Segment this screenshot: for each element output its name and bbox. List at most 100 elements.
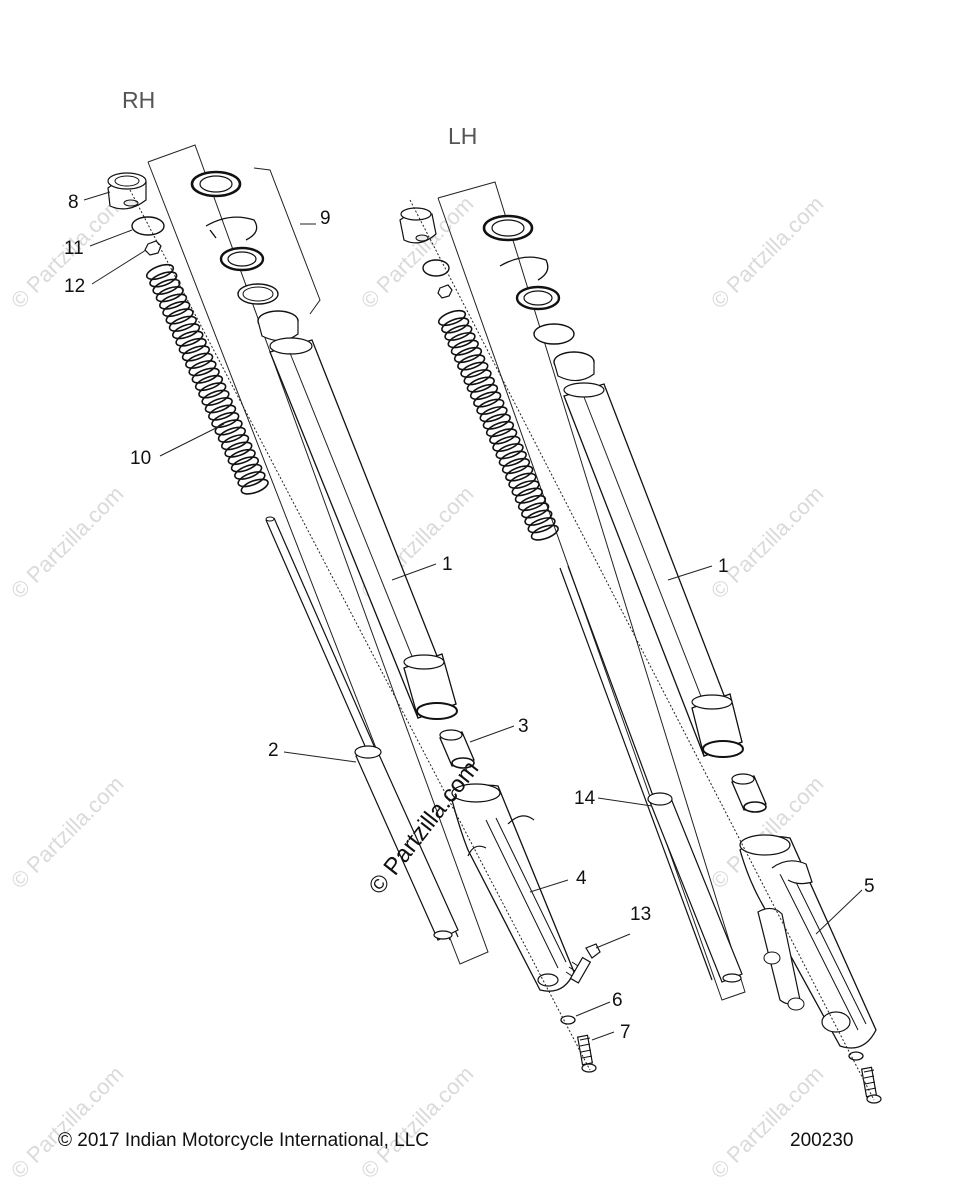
callout-14: 14: [574, 788, 596, 809]
lh-side-label: LH: [448, 123, 477, 149]
nut: [144, 240, 162, 256]
spring-coil: [517, 494, 547, 512]
rh-side-label: RH: [122, 87, 155, 113]
spring-coil: [204, 397, 233, 414]
spring-coil: [505, 465, 534, 482]
callouts: 8 11 12 9 10 1 1 2 3 14 4 5 13 6 7: [64, 192, 875, 1043]
spring-coil: [482, 413, 511, 430]
spring-coil: [469, 383, 499, 401]
callout-4: 4: [576, 868, 587, 889]
spring-coil: [145, 263, 175, 281]
spring-coil: [457, 354, 486, 371]
lh-fork-tube: [563, 382, 744, 758]
drain-bolt: [576, 1034, 597, 1073]
callout-1-lh: 1: [718, 556, 729, 577]
diagram-number: 200230: [790, 1130, 854, 1151]
leader-lines: [83, 191, 863, 1041]
callout-3: 3: [518, 716, 529, 737]
washer: [848, 1051, 864, 1061]
callout-10: 10: [130, 448, 151, 469]
spring-coil: [447, 332, 476, 349]
seal-kit-bracket: [253, 167, 321, 315]
spring-coil: [191, 367, 220, 384]
spring-coil: [188, 360, 217, 377]
rh-lower-leg: [451, 783, 575, 992]
spring-coil: [168, 315, 198, 332]
spring-coil: [171, 323, 201, 340]
spring-coil: [194, 374, 224, 392]
spring-coil: [466, 376, 495, 393]
spring-coil: [453, 346, 483, 364]
spring-coil: [165, 308, 194, 325]
bushing: [439, 729, 475, 769]
callout-12: 12: [64, 276, 85, 297]
lh-damper-tube: [647, 792, 743, 983]
spring-coil: [511, 480, 540, 497]
watermark: © Partzilla.com: [706, 191, 829, 314]
spring-coil: [234, 463, 263, 480]
spring-coil: [211, 411, 240, 429]
spring-coil: [217, 426, 247, 443]
rh-damper-tube: [354, 745, 459, 941]
spring-coil: [444, 324, 473, 341]
spring-coil: [227, 448, 256, 466]
watermark: © Partzilla.com: [706, 1061, 829, 1184]
spring-coil: [441, 317, 470, 334]
spring-coil: [485, 420, 515, 438]
spring-coil: [240, 478, 269, 495]
spring-coil: [489, 428, 518, 445]
spring-coil: [501, 457, 531, 475]
spring-coil: [152, 278, 181, 295]
drain-bolt: [860, 1066, 882, 1104]
lh-assembly-outline: [437, 181, 746, 1001]
fork-cap: [399, 207, 437, 244]
spring-coil: [495, 443, 524, 460]
spring-coil: [181, 345, 211, 362]
spring-coil: [220, 434, 250, 451]
callout-8: 8: [68, 192, 79, 213]
callout-2: 2: [268, 740, 279, 761]
spring-coil: [437, 309, 467, 327]
watermark: © Partzilla.com: [6, 481, 129, 604]
spring-coil: [460, 361, 489, 378]
rh-centerline: [129, 189, 591, 1071]
callout-7: 7: [620, 1022, 631, 1043]
spring-coil: [224, 441, 253, 458]
callout-9: 9: [320, 208, 331, 229]
washer: [560, 1015, 576, 1025]
spring-coil: [514, 487, 543, 504]
spring-coil: [508, 472, 537, 489]
callout-13: 13: [630, 904, 651, 925]
spring-coil: [524, 509, 553, 526]
spring-coil: [237, 471, 266, 488]
spring-coil: [450, 339, 479, 356]
spring-coil: [527, 517, 556, 534]
rh-fork-tube: [269, 337, 458, 720]
spring-coil: [479, 406, 508, 423]
spring-coil: [207, 404, 237, 421]
bushing: [731, 773, 767, 813]
spring-coil: [473, 391, 502, 408]
o-ring: [422, 259, 450, 277]
spring-coil: [521, 502, 550, 519]
seal-kit: [190, 170, 299, 342]
spring-coil: [155, 286, 184, 303]
watermark: © Partzilla.com: [706, 481, 829, 604]
spring-coil: [463, 369, 492, 386]
spring-coil: [214, 419, 243, 436]
copyright-text: © 2017 Indian Motorcycle International, …: [58, 1130, 429, 1151]
seal-kit: [482, 214, 595, 382]
o-ring: [131, 216, 165, 236]
watermark: © Partzilla.com: [6, 771, 129, 894]
callout-5: 5: [864, 876, 875, 897]
fork-cap: [107, 172, 147, 210]
spring-coil: [198, 382, 227, 399]
spring-coil: [185, 352, 214, 369]
spring-coil: [175, 330, 204, 347]
spring-coil: [230, 456, 260, 473]
spring-coil: [498, 450, 527, 467]
nut: [437, 284, 453, 299]
fork-spring: [437, 309, 559, 541]
spring-coil: [201, 389, 230, 406]
